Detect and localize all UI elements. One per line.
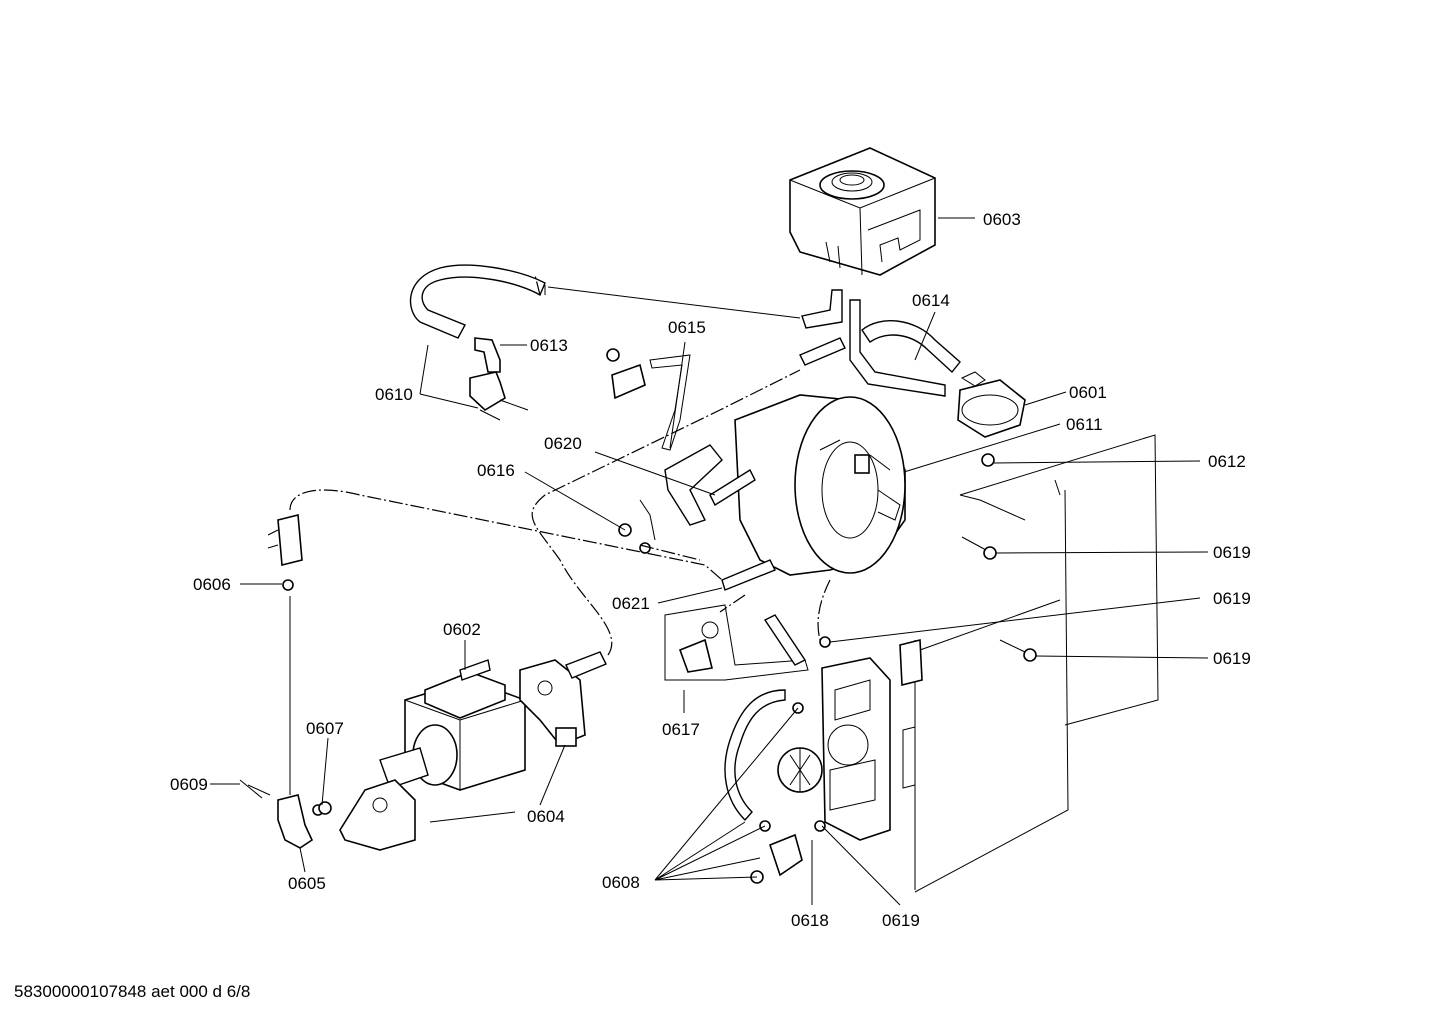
thermostat-plate-part: [821, 638, 923, 841]
label-0614: 0614: [912, 291, 950, 310]
clip-detail-box: [664, 604, 809, 681]
label-0616: 0616: [477, 461, 515, 480]
label-0607: 0607: [306, 719, 344, 738]
connector-0613-part: [469, 337, 529, 421]
hose-loop-part: [724, 689, 823, 877]
label-0619-c: 0619: [1213, 649, 1251, 668]
label-0601: 0601: [1069, 383, 1107, 402]
frame-plate-part: [914, 434, 1159, 893]
label-0619-b: 0619: [1213, 589, 1251, 608]
label-0605: 0605: [288, 874, 326, 893]
label-0611: 0611: [1066, 415, 1103, 434]
label-0619-d: 0619: [882, 911, 920, 930]
heater-block-part: [734, 394, 906, 576]
label-0613: 0613: [530, 336, 568, 355]
document-id-footer: 58300000107848 aet 000 d 6/8: [14, 982, 251, 1001]
label-0606: 0606: [193, 575, 231, 594]
label-0604: 0604: [527, 807, 565, 826]
label-0615: 0615: [668, 318, 706, 337]
dashed-hose-routes: [289, 274, 831, 656]
label-0621: 0621: [612, 594, 650, 613]
pressure-switch-part: [957, 371, 1026, 438]
elbow-fitting-part: [239, 513, 332, 849]
label-0610: 0610: [375, 385, 413, 404]
bracket-parts: [611, 354, 776, 591]
pump-part: [339, 651, 607, 851]
label-0603: 0603: [983, 210, 1021, 229]
label-0602: 0602: [443, 620, 481, 639]
label-0608: 0608: [602, 873, 640, 892]
label-0612: 0612: [1208, 452, 1246, 471]
label-0609: 0609: [170, 775, 208, 794]
label-0620: 0620: [544, 434, 582, 453]
leader-lines: [210, 217, 1209, 906]
top-hoses: [409, 264, 961, 397]
label-0619-a: 0619: [1213, 543, 1251, 562]
label-0618: 0618: [791, 911, 829, 930]
label-0617: 0617: [662, 720, 700, 739]
water-tank-part: [789, 147, 936, 276]
